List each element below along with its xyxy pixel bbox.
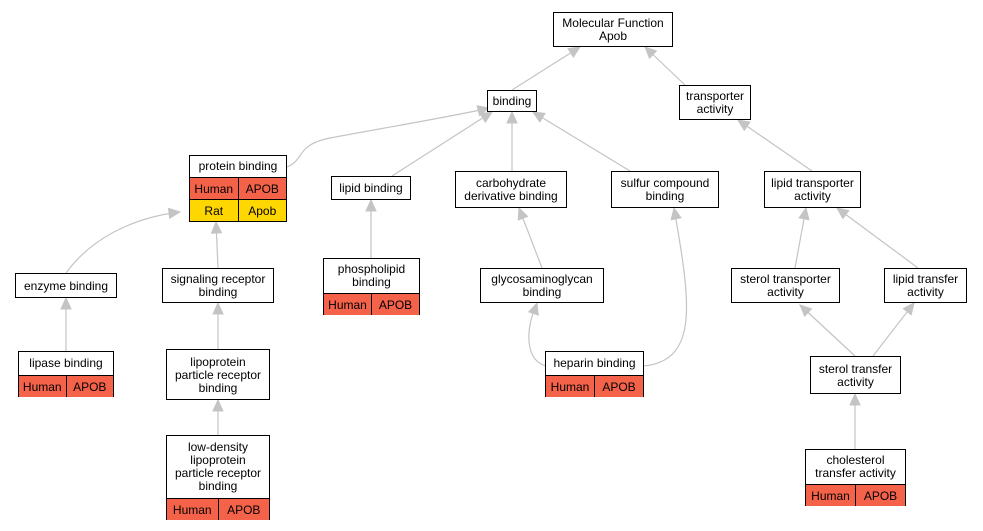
arrowhead-cholesterol [849, 392, 861, 406]
species-row-human: Human APOB [546, 375, 643, 397]
species-cell: Human [550, 379, 590, 394]
node-label: protein binding [198, 159, 278, 173]
gene-cell: APOB [237, 178, 287, 199]
arrowhead-steroltransporter [798, 206, 810, 221]
node-label: glycosaminoglycan binding [491, 272, 593, 299]
node-lipidtransfer[interactable]: lipid transfer activity [884, 268, 967, 303]
species-row-human: Human APOB [167, 498, 269, 520]
node-lipoprotein[interactable]: lipoprotein particle receptor binding [166, 349, 270, 400]
node-label: carbohydrate derivative binding [464, 176, 558, 203]
node-transporter[interactable]: transporter activity [679, 85, 751, 120]
arrowhead-heparin [670, 206, 682, 221]
gene-cell: Apob [237, 200, 287, 221]
node-label: Molecular Function Apob [562, 16, 664, 43]
edge-lipidtransfer [836, 207, 919, 269]
edge-protein [286, 107, 490, 168]
node-label: lipid transporter activity [771, 176, 854, 203]
node-lipidtransporter[interactable]: lipid transporter activity [764, 171, 861, 208]
arrowhead-lipid [479, 111, 494, 124]
node-gag[interactable]: glycosaminoglycan binding [480, 268, 604, 303]
edge-lipid [391, 111, 493, 177]
arrowhead-binding [567, 46, 582, 59]
arrowhead-ldl [212, 398, 224, 412]
species-row-rat: Rat Apob [190, 199, 286, 221]
arrowhead-signaling [210, 220, 223, 234]
edge-enzyme [65, 211, 181, 274]
arrowhead-steroltransfer [799, 304, 813, 318]
edge-binding [511, 46, 581, 91]
arrowhead-lipoprotein [212, 301, 224, 315]
arrowhead-heparin [527, 301, 539, 316]
node-label: sterol transporter activity [740, 272, 831, 299]
edge-heparin [643, 207, 688, 367]
gene-cell: APOB [371, 294, 419, 315]
node-label: cholesterol transfer activity [815, 453, 896, 480]
node-label: transporter activity [685, 89, 745, 116]
gene-cell: APOB [217, 499, 270, 520]
gene-cell: APOB [855, 485, 905, 506]
node-steroltransfer[interactable]: sterol transfer activity [810, 356, 901, 394]
gene-cell: APOB [594, 376, 643, 397]
node-binding[interactable]: binding [487, 90, 537, 112]
node-label: lipoprotein particle receptor binding [174, 354, 262, 395]
arrowhead-steroltransfer [902, 302, 915, 316]
node-carb[interactable]: carbohydrate derivative binding [455, 171, 567, 208]
arrowhead-transporter [644, 46, 658, 60]
arrowhead-sulfur [531, 111, 546, 123]
species-cell: Rat [204, 203, 224, 218]
species-row-human: Human APOB [324, 293, 419, 315]
edge-lipidtransporter [737, 119, 813, 172]
node-label: low-density lipoprotein particle recepto… [174, 440, 262, 493]
node-sulfur[interactable]: sulfur compound binding [611, 171, 719, 208]
node-signaling[interactable]: signaling receptor binding [162, 268, 274, 303]
arrowhead-lipidtransporter [737, 119, 751, 132]
node-label: lipid binding [339, 181, 403, 195]
species-cell: Human [328, 297, 367, 312]
node-steroltransporter[interactable]: sterol transporter activity [731, 268, 840, 303]
arrowhead-gag [517, 206, 529, 221]
edge-steroltransfer [799, 304, 856, 357]
arrowhead-protein [476, 105, 491, 117]
node-ldl[interactable]: low-density lipoprotein particle recepto… [166, 435, 270, 520]
edge-sulfur [532, 111, 631, 172]
node-label: phospholipid binding [337, 262, 406, 289]
arrowhead-lipase [60, 296, 72, 310]
species-cell: Human [22, 379, 62, 394]
species-cell: Human [194, 181, 234, 196]
node-mf[interactable]: Molecular Function Apob [553, 12, 673, 47]
node-label: sterol transfer activity [818, 361, 893, 389]
node-label: binding [492, 94, 532, 108]
node-label: enzyme binding [23, 278, 109, 293]
arrowhead-enzyme [167, 207, 182, 220]
arrowhead-lipidtransfer [836, 207, 850, 220]
arrowhead-phospholipid [365, 198, 377, 212]
node-lipid[interactable]: lipid binding [331, 176, 411, 200]
species-cell: Human [172, 502, 212, 517]
node-label: lipase binding [29, 356, 103, 370]
species-cell: Human [811, 488, 850, 503]
node-label: heparin binding [553, 356, 636, 370]
species-row-human: Human APOB [806, 484, 905, 506]
arrowhead-carb [506, 110, 518, 124]
node-label: lipid transfer activity [892, 272, 959, 299]
node-enzyme[interactable]: enzyme binding [15, 273, 117, 298]
node-label: signaling receptor binding [170, 272, 266, 299]
node-label: sulfur compound binding [620, 176, 710, 203]
gene-cell: APOB [65, 376, 114, 397]
